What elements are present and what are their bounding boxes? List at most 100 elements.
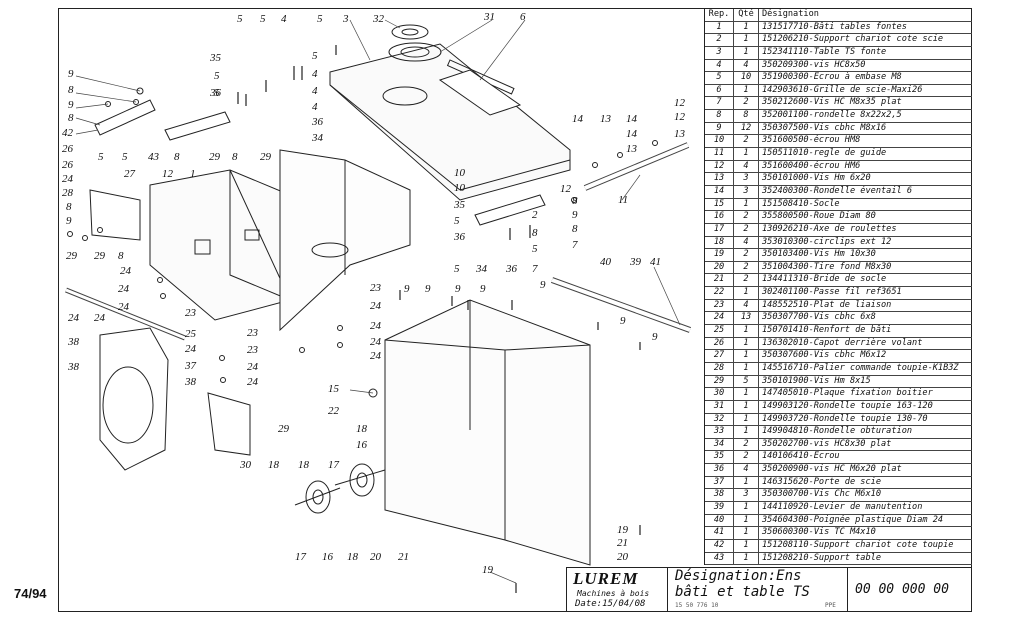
cell-qte: 1: [734, 84, 759, 97]
callout: 35: [209, 52, 222, 64]
cell-qte: 2: [734, 274, 759, 287]
cell-rep: 3: [705, 46, 734, 59]
support-43: [164, 111, 231, 141]
callout: 24: [247, 361, 259, 373]
cell-designation: 151508410-Socle: [762, 198, 840, 209]
callout-labels: 5 5 4 5 3 32 31 6 35 5 5 4 4 5 36 4 36 3…: [62, 11, 686, 576]
cell-rep: 10: [705, 135, 734, 148]
cell-rep: 16: [705, 211, 734, 223]
cell-qte: 13: [734, 312, 759, 325]
cell-qte: 4: [734, 236, 759, 249]
callout: 36: [311, 116, 324, 128]
callout: 21: [398, 551, 409, 563]
callout: 23: [185, 307, 197, 319]
cell-designation: 350307700-Vis cbhc 6x8: [762, 312, 876, 323]
callout: 10: [454, 182, 466, 194]
cell-designation: 151208110-Support chariot cote toupie: [762, 539, 954, 550]
brand-logo: LUREM: [573, 569, 639, 588]
cell-rep: 18: [705, 236, 734, 249]
cell-rep: 25: [705, 325, 734, 337]
plaque-30: [207, 392, 251, 456]
callout: 4: [312, 68, 318, 80]
cell-qte: 1: [734, 514, 759, 527]
cell-qte: 4: [734, 464, 759, 476]
cell-rep: 12: [705, 160, 734, 173]
cell-designation: 302401100-Passe fil ref3651: [762, 287, 902, 298]
callout: 9: [66, 215, 72, 227]
cell-rep: 21: [705, 274, 734, 287]
callout: 9: [480, 283, 486, 295]
callout: 36: [505, 263, 518, 275]
cell-designation: 354604300-Poignée plastique Diam 24: [762, 514, 944, 525]
cell-qte: 4: [734, 160, 759, 173]
cell-qte: 5: [734, 375, 759, 388]
cell-rep: 17: [705, 223, 734, 236]
callout: 16: [356, 439, 368, 451]
cell-rep: 43: [705, 552, 734, 565]
cell-designation: 351600400-écrou HM6: [762, 160, 861, 171]
callout: 8: [68, 84, 74, 96]
cell-qte: 2: [734, 97, 759, 110]
cell-qte: 3: [734, 185, 759, 198]
cell-designation: 351600500-écrou HM8: [762, 135, 861, 146]
callout: 17: [328, 459, 340, 471]
cell-designation: 142903610-Grille de scie-Maxi26: [762, 84, 923, 95]
cell-qte: 12: [734, 122, 759, 135]
cell-rep: 24: [705, 312, 734, 325]
callout: 14: [572, 113, 584, 125]
cell-rep: 32: [705, 413, 734, 426]
callout: 38: [67, 361, 80, 373]
cell-qte: 1: [734, 46, 759, 59]
support-chariot-2: [474, 194, 546, 226]
small-washers: [67, 87, 658, 383]
cell-qte: 1: [734, 426, 759, 438]
callout: 8: [572, 223, 578, 235]
cell-rep: 15: [705, 198, 734, 211]
cell-qte: 1: [734, 21, 759, 34]
callout: 19: [617, 524, 629, 536]
callout: 6: [520, 11, 526, 23]
cell-designation: 152341110-Table TS fonte: [762, 46, 887, 57]
cell-designation: 352400300-Rondelle éventail 6: [762, 185, 913, 196]
callout: 24: [94, 312, 106, 324]
cell-qte: 2: [734, 438, 759, 451]
cell-designation: 352001100-rondelle 8x22x2,5: [762, 110, 902, 121]
cell-designation: 131517710-Bâti tables fontes: [762, 21, 907, 32]
callout: 37: [184, 360, 197, 372]
cell-designation: 350103400-Vis Hm 10x30: [762, 249, 876, 260]
cell-rep: 39: [705, 501, 734, 514]
cell-rep: 8: [705, 110, 734, 122]
callout: 41: [650, 256, 661, 268]
capot-26: [89, 189, 141, 241]
callout: 24: [370, 336, 382, 348]
callout: 5: [312, 50, 318, 62]
callout: 20: [617, 551, 629, 563]
callout: 23: [370, 282, 382, 294]
callout: 24: [370, 320, 382, 332]
cell-qte: 1: [734, 362, 759, 375]
callout: 5: [214, 87, 220, 99]
cell-qte: 1: [734, 350, 759, 362]
cell-designation: 350212600-Vis HC M8x35 plat: [762, 97, 902, 108]
cell-rep: 36: [705, 464, 734, 476]
cell-qte: 4: [734, 299, 759, 312]
drawing-code: 00 00 000 00: [855, 582, 949, 597]
cell-designation: 151208210-Support table: [762, 552, 881, 563]
cell-rep: 41: [705, 527, 734, 539]
callout: 42: [62, 127, 74, 139]
cell-qte: 1: [734, 552, 759, 565]
support-42: [94, 99, 156, 136]
cell-qte: 3: [734, 173, 759, 185]
